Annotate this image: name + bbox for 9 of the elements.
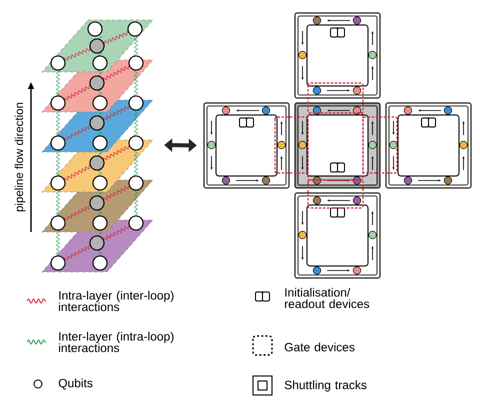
legend-text: Shuttling tracks	[284, 380, 366, 392]
shuttling-loop-drawing	[204, 12, 472, 278]
legend-text: Inter-layer (intra-loop) interactions	[59, 332, 174, 352]
legend-text: Qubits	[58, 378, 92, 390]
qubit-layer-stack-drawing	[42, 20, 154, 272]
axis-label: pipeline flow direction	[14, 102, 26, 212]
legend-text: Initialisation/ readout devices	[285, 288, 370, 308]
legend-text: Intra-layer (inter-loop) interactions	[59, 290, 174, 312]
legend-text: Gate devices	[284, 342, 354, 352]
